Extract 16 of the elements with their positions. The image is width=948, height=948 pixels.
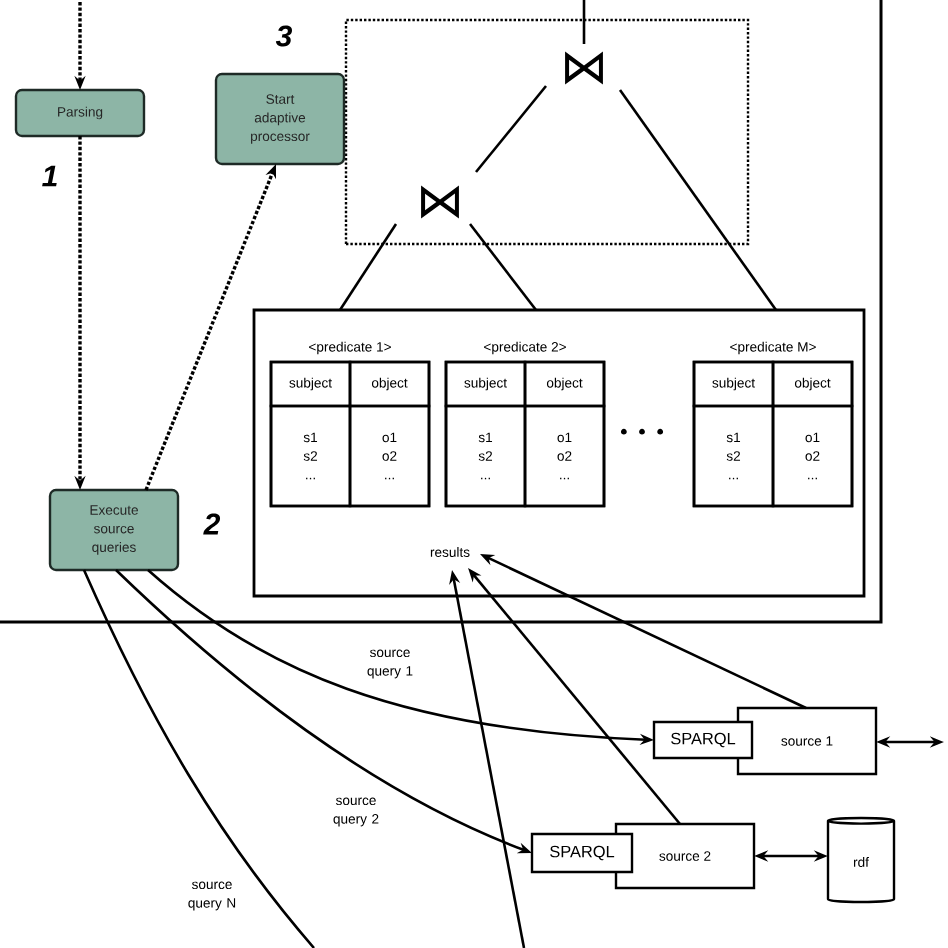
- join-symbol: ⋈: [565, 51, 603, 85]
- connector-line: [338, 223, 398, 311]
- step-number: 1: [42, 165, 57, 187]
- container-box: [252, 308, 866, 598]
- join-symbol: ⋈: [421, 185, 459, 219]
- dotted-frame: [344, 18, 750, 246]
- interface-box: SPARQL: [652, 720, 754, 760]
- step-number: 2: [203, 513, 221, 535]
- step-number: 3: [275, 25, 292, 47]
- connector-line: [582, 0, 586, 44]
- interface-box: SPARQL: [530, 832, 634, 874]
- connector-line: [475, 85, 547, 173]
- ellipsis: • • •: [620, 428, 664, 435]
- connector-line: [468, 223, 538, 311]
- connector-line: [618, 89, 778, 311]
- connector-line: [82, 569, 315, 948]
